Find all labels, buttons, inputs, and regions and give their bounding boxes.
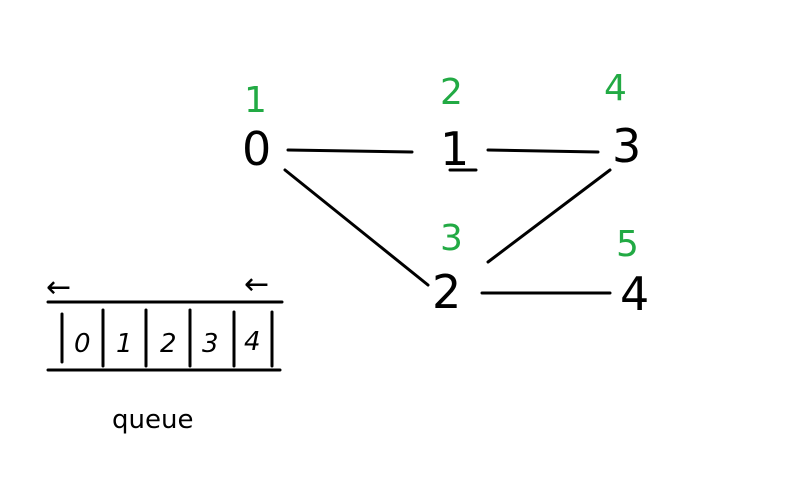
edge-0-1	[286, 148, 414, 154]
edge-0-2	[283, 168, 430, 287]
visit-order-labels: 1 2 4 3 5	[244, 68, 639, 265]
order-label-node-3: 4	[604, 68, 627, 109]
node-3: 3	[612, 119, 641, 173]
graph-nodes: 0 1 3 2 4	[242, 119, 649, 321]
queue-cell: 0	[74, 329, 91, 359]
node-4: 4	[620, 267, 649, 321]
graph-edges	[283, 148, 612, 295]
node-1: 1	[440, 122, 469, 176]
queue-enqueue-arrow: ←	[244, 267, 269, 302]
order-label-node-0: 1	[244, 80, 267, 121]
queue-cell: 3	[202, 329, 219, 359]
edge-1-3	[486, 148, 600, 154]
queue-caption: queue	[112, 405, 193, 435]
queue: ← ← 0 1 2 3 4 queue	[46, 267, 284, 435]
order-label-node-4: 5	[616, 224, 639, 265]
order-label-node-2: 3	[440, 218, 463, 259]
node-0: 0	[242, 122, 271, 176]
queue-cell: 1	[116, 329, 133, 359]
order-label-node-1: 2	[440, 72, 463, 113]
node-2: 2	[432, 265, 461, 319]
edge-3-2	[486, 168, 612, 264]
queue-cell: 2	[160, 329, 177, 359]
queue-cell: 4	[244, 327, 261, 357]
queue-dequeue-arrow: ←	[46, 270, 71, 305]
